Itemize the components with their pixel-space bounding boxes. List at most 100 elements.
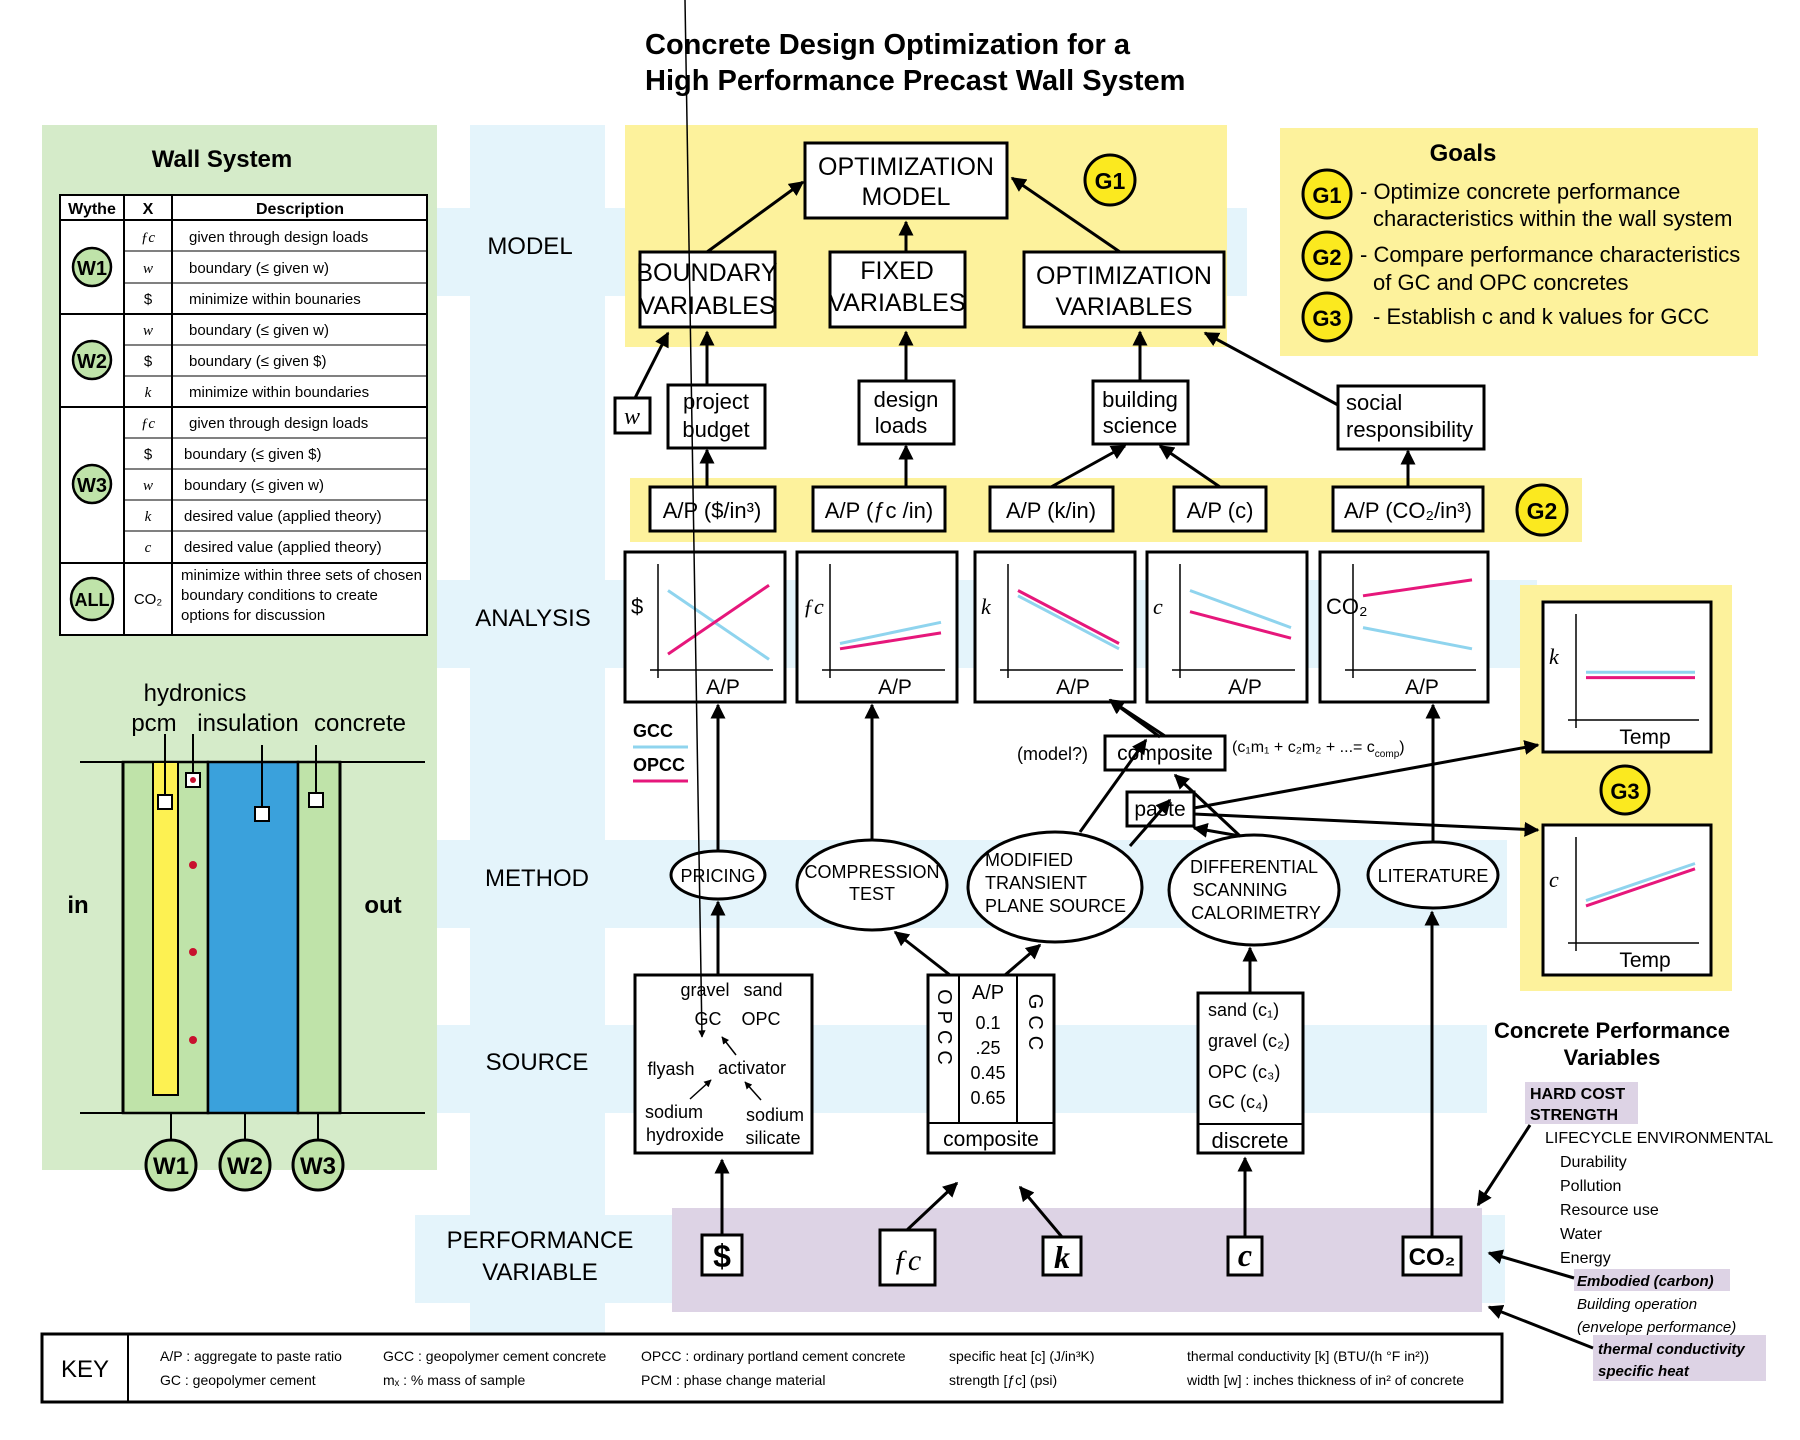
label-insulation: insulation	[197, 710, 298, 737]
legend-opcc: OPCC	[633, 755, 685, 775]
table-desc: boundary (≤ given $)	[189, 353, 326, 370]
table-x: ƒc	[141, 230, 156, 246]
chart-frame-7	[1541, 823, 1713, 977]
chart-series-opcc	[1362, 578, 1473, 598]
svg-text:0.45: 0.45	[970, 1063, 1005, 1083]
box-optimization-variables: OPTIMIZATION VARIABLES	[1022, 250, 1226, 329]
svg-text:G3: G3	[1312, 306, 1341, 331]
chart-series-opcc	[1585, 867, 1696, 908]
box-fixed-variables: FIXED VARIABLES	[828, 250, 967, 329]
svg-text:W3: W3	[77, 475, 107, 497]
row-label-performance: PERFORMANCE	[447, 1227, 634, 1254]
table-desc: boundary (≤ given w)	[184, 477, 324, 494]
svg-text:- Optimize concrete performanc: - Optimize concrete performance	[1360, 179, 1680, 204]
table-x: k	[145, 385, 152, 401]
chart-x-label: Temp	[1619, 949, 1670, 972]
table-desc: desired value (applied theory)	[184, 508, 382, 525]
svg-text:FIXED: FIXED	[860, 257, 934, 285]
chart-series-opcc	[839, 631, 942, 651]
ap-box-k: A/P (k/in)	[988, 485, 1115, 533]
cpv-hard-cost: HARD COST	[1530, 1086, 1625, 1103]
box-social-responsibility: social responsibility	[1336, 384, 1486, 451]
table-desc-all: minimize within three sets of chosen bou…	[181, 567, 422, 624]
legend-gcc: GCC	[633, 721, 673, 741]
table-desc: given through design loads	[189, 229, 368, 246]
box-optimization-model: OPTIMIZATION MODEL	[803, 141, 1009, 220]
title-line-2: High Performance Precast Wall System	[645, 65, 1185, 97]
svg-text:sodium: sodium	[645, 1102, 703, 1122]
cpv-highlight-1	[1525, 1082, 1638, 1124]
svg-text:A/P: A/P	[972, 982, 1004, 1004]
key-item: OPCC : ordinary portland cement concrete	[641, 1348, 906, 1364]
legend: GCC OPCC	[633, 721, 688, 783]
svg-text:w: w	[624, 404, 640, 430]
svg-text:- Establish c and k values for: - Establish c and k values for GCC	[1373, 304, 1709, 329]
svg-text:G2: G2	[1312, 245, 1341, 270]
cpv-lifecycle: LIFECYCLE ENVIRONMENTAL	[1545, 1130, 1773, 1147]
svg-text:hydroxide: hydroxide	[646, 1125, 724, 1145]
label-concrete: concrete	[314, 710, 406, 737]
svg-text:OPTIMIZATION: OPTIMIZATION	[818, 153, 994, 181]
box-project-budget: project budget	[666, 383, 767, 450]
key-item: thermal conductivity [k] (BTU/(h °F in²)…	[1187, 1348, 1429, 1364]
cpv-heading-2: Variables	[1564, 1045, 1661, 1070]
svg-text:OPCC: OPCC	[933, 989, 955, 1071]
box-building-science: building science	[1091, 379, 1190, 446]
svg-text:0.1: 0.1	[975, 1013, 1000, 1033]
chart-x-label: A/P	[878, 676, 912, 699]
chart-series-opcc	[667, 583, 770, 656]
svg-text:PLANE SOURCE: PLANE SOURCE	[985, 896, 1126, 916]
cpv-highlight-2	[1574, 1269, 1730, 1291]
chart-frame-5	[1318, 550, 1490, 704]
title-line-1: Concrete Design Optimization for a	[645, 29, 1131, 61]
wall-system-table	[59, 194, 428, 636]
cpv-durability: Durability	[1560, 1154, 1627, 1171]
wythe-badge-w2: W2	[71, 339, 113, 381]
svg-text:GC (c₄): GC (c₄)	[1208, 1092, 1268, 1112]
chart-series-gcc	[667, 589, 770, 661]
chart-frame-3	[973, 550, 1137, 704]
svg-text:silicate: silicate	[745, 1128, 800, 1148]
key-item: PCM : phase change material	[641, 1372, 825, 1388]
method-literature: LITERATURE	[1366, 840, 1500, 910]
svg-text:MODEL: MODEL	[862, 183, 951, 211]
svg-text:discrete: discrete	[1211, 1128, 1288, 1153]
row-label-column	[470, 125, 605, 1340]
wythe-badge-w3: W3	[71, 463, 113, 505]
svg-text:VARIABLES: VARIABLES	[638, 292, 775, 320]
chart-series-gcc	[839, 620, 942, 645]
svg-text:sand: sand	[743, 980, 782, 1000]
svg-text:CO₂: CO₂	[1409, 1244, 1456, 1271]
svg-text:SCANNING: SCANNING	[1192, 880, 1287, 900]
cpv-energy: Energy	[1560, 1250, 1611, 1267]
chart-frame-1	[623, 550, 787, 704]
ap-box-dollar: A/P ($/in³)	[648, 485, 777, 533]
cpv-strength: STRENGTH	[1530, 1107, 1618, 1124]
svg-text:OPTIMIZATION: OPTIMIZATION	[1036, 262, 1212, 290]
chart-y-label: c	[1153, 594, 1163, 619]
source-discrete-box: sand (c₁) gravel (c₂) OPC (c₃) GC (c₄) d…	[1196, 991, 1305, 1155]
cpv-pollution: Pollution	[1560, 1178, 1621, 1195]
chart-y-label: k	[981, 594, 992, 619]
svg-text:budget: budget	[682, 417, 749, 442]
cpv-envelope: (envelope performance)	[1577, 1319, 1736, 1336]
cpv-highlight-3	[1593, 1335, 1766, 1381]
table-header-description: Description	[256, 201, 344, 218]
chart-x-label: A/P	[706, 676, 740, 699]
svg-text:characteristics within the wal: characteristics within the wall system	[1373, 206, 1732, 231]
svg-text:OPC: OPC	[741, 1009, 780, 1029]
label-out: out	[364, 892, 401, 919]
perf-co2: CO₂	[1401, 1235, 1463, 1277]
table-desc: boundary (≤ given w)	[189, 322, 329, 339]
svg-text:TRANSIENT: TRANSIENT	[985, 873, 1087, 893]
chart-y-label: $	[631, 594, 643, 619]
perf-fc: ƒc	[878, 1228, 937, 1287]
goal-badge-g3: G3	[1599, 764, 1651, 816]
svg-text:building: building	[1102, 387, 1178, 412]
table-desc: minimize within boundaries	[189, 384, 369, 401]
svg-text:GCC: GCC	[1024, 994, 1046, 1056]
svg-text:ƒc: ƒc	[893, 1244, 921, 1277]
svg-text:DIFFERENTIAL: DIFFERENTIAL	[1190, 857, 1318, 877]
